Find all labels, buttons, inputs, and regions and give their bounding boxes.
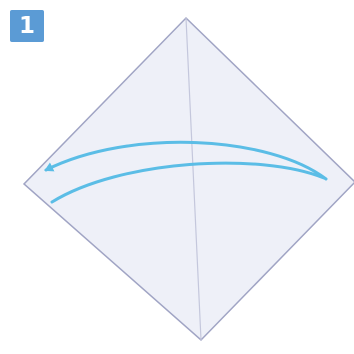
paper-square	[24, 18, 354, 340]
